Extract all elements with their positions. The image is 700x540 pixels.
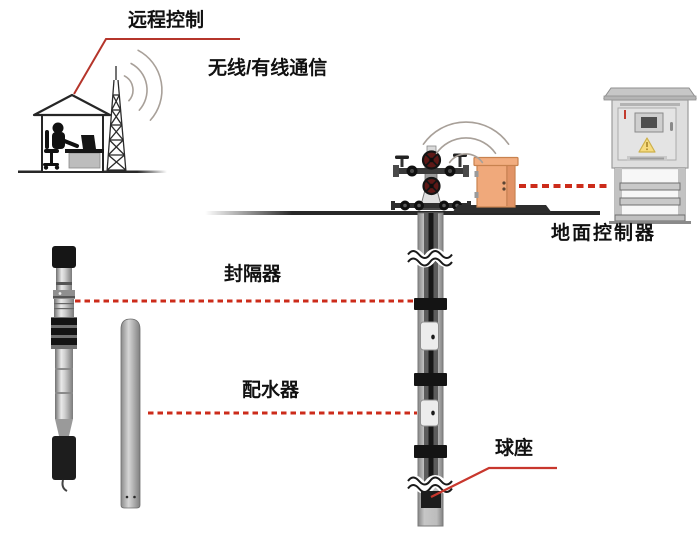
ground-controller-label: 地面控制器 xyxy=(551,223,657,244)
laptop xyxy=(74,135,103,153)
packer-tool-photo xyxy=(51,246,77,492)
ball-seat-label: 球座 xyxy=(495,438,534,459)
warning-triangle-icon xyxy=(638,137,656,153)
distributor-mandrel-1 xyxy=(420,321,439,351)
flange-valves-lower xyxy=(400,200,462,211)
valve-wheel-bottom xyxy=(422,176,441,196)
remote-control-label: 远程控制 xyxy=(128,10,205,31)
rtu-cabinet xyxy=(452,156,552,213)
water-distributor-label: 配水器 xyxy=(242,380,300,401)
packer-band-3 xyxy=(414,445,447,458)
wellhead-signal-arcs xyxy=(422,121,510,164)
remote-control-leader-line xyxy=(73,38,240,95)
ball-seat-leader-line xyxy=(430,466,557,498)
cabinet-stand-frame xyxy=(609,167,691,224)
tower-signal-arcs xyxy=(123,49,163,121)
operator-silhouette xyxy=(43,122,79,170)
packer-label: 封隔器 xyxy=(224,264,282,285)
communication-label: 无线/有线通信 xyxy=(208,58,328,79)
display-screen xyxy=(634,112,664,133)
tubing-break-upper xyxy=(403,248,457,268)
control-room-scene xyxy=(32,49,163,173)
valve-wheel-top xyxy=(421,150,442,170)
packer-band-2 xyxy=(414,373,447,386)
distributor-mandrel-2 xyxy=(420,399,439,427)
radio-tower xyxy=(106,66,127,173)
well-column xyxy=(403,212,457,527)
wellhead-assembly xyxy=(391,145,482,213)
distributor-tool-photo xyxy=(120,318,141,509)
side-globe-valve-left xyxy=(395,155,409,167)
controller-cabinet xyxy=(603,87,697,224)
flange-valves-upper xyxy=(406,165,456,177)
packer-band-1 xyxy=(414,298,447,310)
